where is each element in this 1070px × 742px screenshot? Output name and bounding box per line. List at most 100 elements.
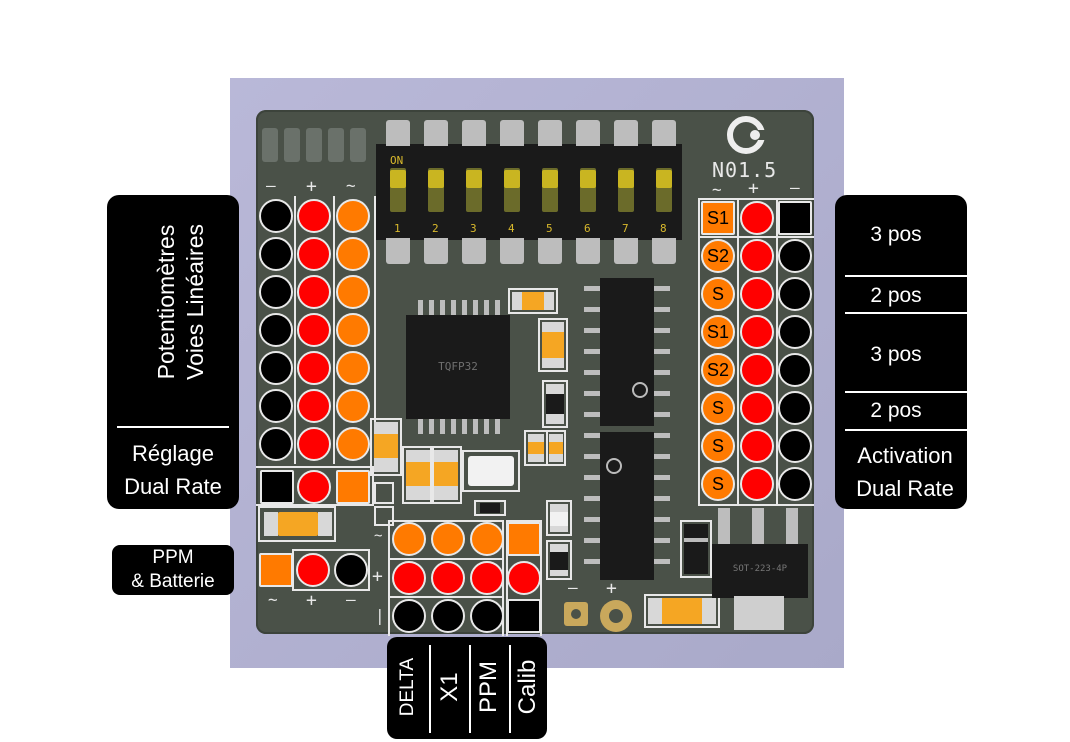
pin-switch-1-plus[interactable] <box>740 201 774 235</box>
pin-pot-4-plus[interactable] <box>297 313 331 347</box>
right-label-box: 3 pos 2 pos 3 pos 2 pos Activation Dual … <box>835 195 967 509</box>
pin-switch-8-signal[interactable]: S <box>701 467 735 501</box>
pin-pot-3-plus[interactable] <box>297 275 331 309</box>
pin-pot-5-signal[interactable] <box>336 351 370 385</box>
pin-pot-6-minus[interactable] <box>259 389 293 423</box>
pin-switch-3-signal[interactable]: S <box>701 277 735 311</box>
pin-switch-4-minus[interactable] <box>778 315 812 349</box>
pin-switch-5-plus[interactable] <box>740 353 774 387</box>
pin-pot-7-signal[interactable] <box>336 427 370 461</box>
so-leg <box>584 475 600 480</box>
pin-x1-minus[interactable] <box>431 599 465 633</box>
pin-dualrate-plus[interactable] <box>297 470 331 504</box>
pin-calib-signal[interactable] <box>507 522 541 556</box>
pin-switch-6-signal[interactable]: S <box>701 391 735 425</box>
ppm-label-box: PPM & Batterie <box>112 545 234 595</box>
pin-ppm-signal[interactable] <box>470 522 504 556</box>
pin-pot-3-signal[interactable] <box>336 275 370 309</box>
pin-switch-5-minus[interactable] <box>778 353 812 387</box>
pin-switch-2-minus[interactable] <box>778 239 812 273</box>
pin-pot-7-minus[interactable] <box>259 427 293 461</box>
dip-number: 2 <box>432 222 439 235</box>
pin-ppm-plus[interactable] <box>470 561 504 595</box>
dip-number: 7 <box>622 222 629 235</box>
diode <box>684 524 708 574</box>
so-leg <box>654 391 670 396</box>
pin-pot-4-signal[interactable] <box>336 313 370 347</box>
pin-label: S1 <box>706 207 730 228</box>
dip-number: 5 <box>546 222 553 235</box>
pin-pot-5-plus[interactable] <box>297 351 331 385</box>
so-leg <box>654 475 670 480</box>
pin-label: S <box>711 435 724 456</box>
pin-pot-4-minus[interactable] <box>259 313 293 347</box>
silk-ppm-signal: ~ <box>268 590 278 609</box>
so-chip-top <box>600 278 654 426</box>
pin-x1-plus[interactable] <box>431 561 465 595</box>
label-batterie: & Batterie <box>131 571 215 592</box>
bottom-label-box: DELTA X1 PPM Calib <box>387 637 547 739</box>
pin-dualrate-minus[interactable] <box>260 470 294 504</box>
pin-delta-signal[interactable] <box>392 522 426 556</box>
pin-pot-7-plus[interactable] <box>297 427 331 461</box>
label-calib: Calib <box>514 659 541 715</box>
pin-pot-6-signal[interactable] <box>336 389 370 423</box>
pin-calib-plus[interactable] <box>507 561 541 595</box>
so-leg <box>654 328 670 333</box>
dip-knob <box>466 170 482 188</box>
pin-switch-2-signal[interactable]: S2 <box>701 239 735 273</box>
dip-leg-bottom <box>500 238 524 264</box>
pin-delta-minus[interactable] <box>392 599 426 633</box>
pin-switch-4-plus[interactable] <box>740 315 774 349</box>
tqfp-leg <box>473 418 478 434</box>
pin-switch-3-plus[interactable] <box>740 277 774 311</box>
pin-pot-1-signal[interactable] <box>336 199 370 233</box>
pin-ppm-signal[interactable] <box>259 553 293 587</box>
pin-switch-7-signal[interactable]: S <box>701 429 735 463</box>
pin-switch-8-plus[interactable] <box>740 467 774 501</box>
pin-delta-plus[interactable] <box>392 561 426 595</box>
pin-pot-2-minus[interactable] <box>259 237 293 271</box>
pin-switch-6-minus[interactable] <box>778 391 812 425</box>
dip-knob <box>618 170 634 188</box>
silk-signal-left: ~ <box>346 176 356 195</box>
pin-switch-7-plus[interactable] <box>740 429 774 463</box>
tqfp-leg <box>473 300 478 316</box>
pin-pot-3-minus[interactable] <box>259 275 293 309</box>
so-leg <box>654 496 670 501</box>
smd-left-outline <box>258 506 336 542</box>
pin-switch-8-minus[interactable] <box>778 467 812 501</box>
pin-calib-minus[interactable] <box>507 599 541 633</box>
pin-pot-1-plus[interactable] <box>297 199 331 233</box>
pad-minus[interactable] <box>564 602 588 626</box>
pin-switch-4-signal[interactable]: S1 <box>701 315 735 349</box>
pin-switch-3-minus[interactable] <box>778 277 812 311</box>
tqfp-leg <box>440 418 445 434</box>
pin-dualrate-signal[interactable] <box>336 470 370 504</box>
pin-switch-6-plus[interactable] <box>740 391 774 425</box>
pin-switch-2-plus[interactable] <box>740 239 774 273</box>
pin-ppm-minus[interactable] <box>470 599 504 633</box>
pin-pot-6-plus[interactable] <box>297 389 331 423</box>
pin-ppm-plus[interactable] <box>296 553 330 587</box>
pin-pot-2-signal[interactable] <box>336 237 370 271</box>
tqfp-leg <box>429 300 434 316</box>
pad-plus[interactable] <box>600 600 632 632</box>
chip-label: TQFP32 <box>438 360 478 373</box>
label-2pos-1: 2 pos <box>870 284 922 307</box>
pin-pot-1-minus[interactable] <box>259 199 293 233</box>
so-leg <box>654 538 670 543</box>
pin-ppm-minus[interactable] <box>334 553 368 587</box>
pin-x1-signal[interactable] <box>431 522 465 556</box>
silk-minus-left: – <box>266 176 276 195</box>
pin-switch-1-minus[interactable] <box>778 201 812 235</box>
label-ppm: PPM <box>152 547 194 568</box>
pin-switch-7-minus[interactable] <box>778 429 812 463</box>
pin-pot-2-plus[interactable] <box>297 237 331 271</box>
label-activation: Activation <box>857 443 953 468</box>
pin-pot-5-minus[interactable] <box>259 351 293 385</box>
pin-switch-5-signal[interactable]: S2 <box>701 353 735 387</box>
label-x1: X1 <box>436 672 463 702</box>
pin-switch-1-signal[interactable]: S1 <box>701 201 735 235</box>
so-leg <box>654 559 670 564</box>
